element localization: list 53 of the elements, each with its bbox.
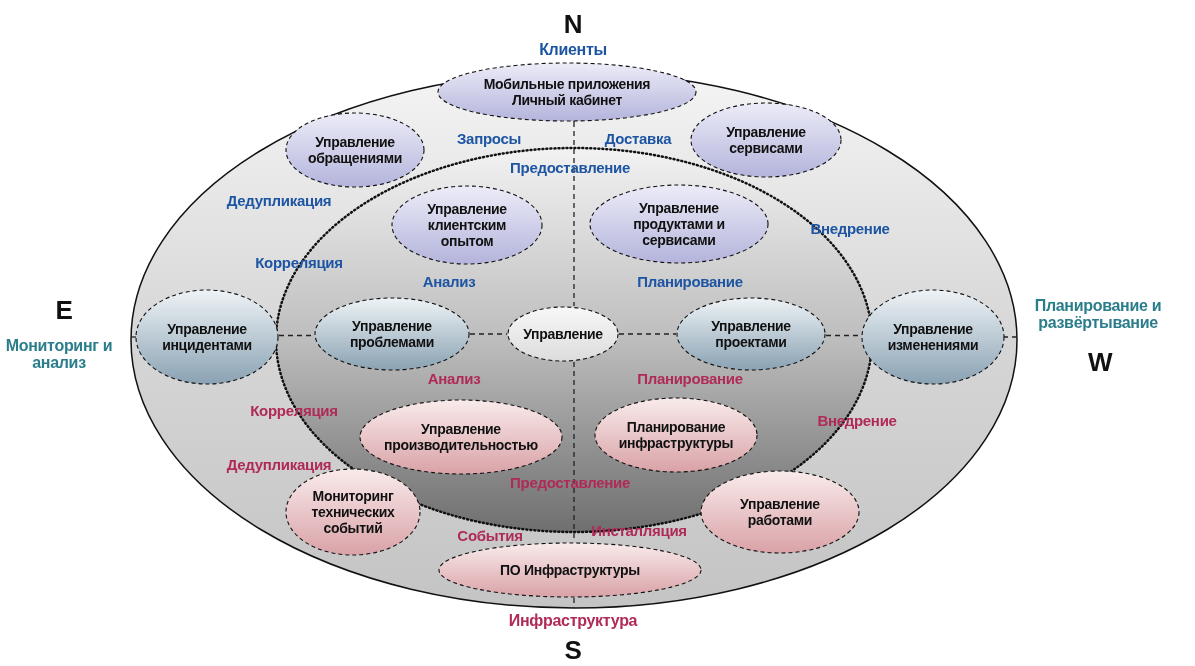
ellipse-node: [359, 399, 563, 475]
node-text: Мониторинг технических событий: [310, 488, 396, 536]
ellipse-node: [391, 185, 543, 265]
node-text: Управление проблемами: [348, 318, 436, 350]
node-text: Управление инцидентами: [161, 321, 253, 353]
flow-label: Запросы: [457, 129, 521, 147]
node-text: Управление проектами: [710, 318, 792, 350]
ellipse-node: [594, 397, 758, 473]
flow-label: События: [457, 526, 523, 544]
flow-label: Планирование: [637, 272, 743, 290]
ellipse-node: [507, 306, 619, 362]
ellipse-node: [861, 289, 1005, 385]
node-text: Управление обращениями: [307, 134, 403, 166]
ellipse-node: [314, 297, 470, 371]
node-text: Управление продуктами и сервисами: [632, 200, 726, 248]
flow-label: Доставка: [604, 129, 672, 147]
node-text: Управление: [523, 326, 603, 342]
flow-label: Дедупликация: [226, 191, 332, 209]
node-text: Управление работами: [739, 496, 821, 528]
ellipse-node: [438, 542, 702, 598]
node-text: ПО Инфраструктуры: [500, 562, 640, 578]
node-text: Управление производительностью: [383, 421, 539, 453]
zone-label: Клиенты: [539, 41, 607, 59]
ellipse-node: [589, 184, 769, 264]
ellipse-node: [676, 297, 826, 371]
flow-label: Корреляция: [255, 253, 343, 271]
ellipse-node: [135, 289, 279, 385]
flow-label: Анализ: [427, 369, 481, 387]
flow-label: Планирование: [637, 369, 743, 387]
ellipse-node: [285, 112, 425, 188]
node-text: Мобильные приложения: [483, 76, 651, 92]
zone-label: Мониторинг и анализ: [4, 337, 114, 371]
flow-label: Инсталляция: [591, 521, 687, 539]
node-text: Управление сервисами: [725, 124, 807, 156]
dashed-connector: [573, 121, 575, 307]
node-text: Управление клиентским опытом: [426, 201, 508, 249]
flow-label: Анализ: [422, 272, 476, 290]
node-text: Управление изменениями: [886, 321, 980, 353]
ellipse-node: [690, 102, 842, 178]
dashed-connector: [618, 333, 677, 335]
zone-label: Инфраструктура: [508, 612, 638, 630]
node-text: Личный кабинет: [511, 92, 623, 108]
compass-letter: N: [563, 8, 583, 40]
compass-letter: E: [55, 294, 73, 326]
compass-letter: W: [1087, 346, 1113, 378]
ellipse-node: [700, 470, 860, 554]
ellipse-node: [437, 62, 697, 122]
compass-letter: S: [564, 634, 582, 666]
zone-label: Планирование и развёртывание: [1033, 297, 1163, 331]
node-text: Планирование инфраструктуры: [617, 419, 735, 451]
flow-label: Дедупликация: [226, 455, 332, 473]
flow-label: Предоставление: [510, 158, 630, 176]
flow-label: Предоставление: [510, 473, 630, 491]
